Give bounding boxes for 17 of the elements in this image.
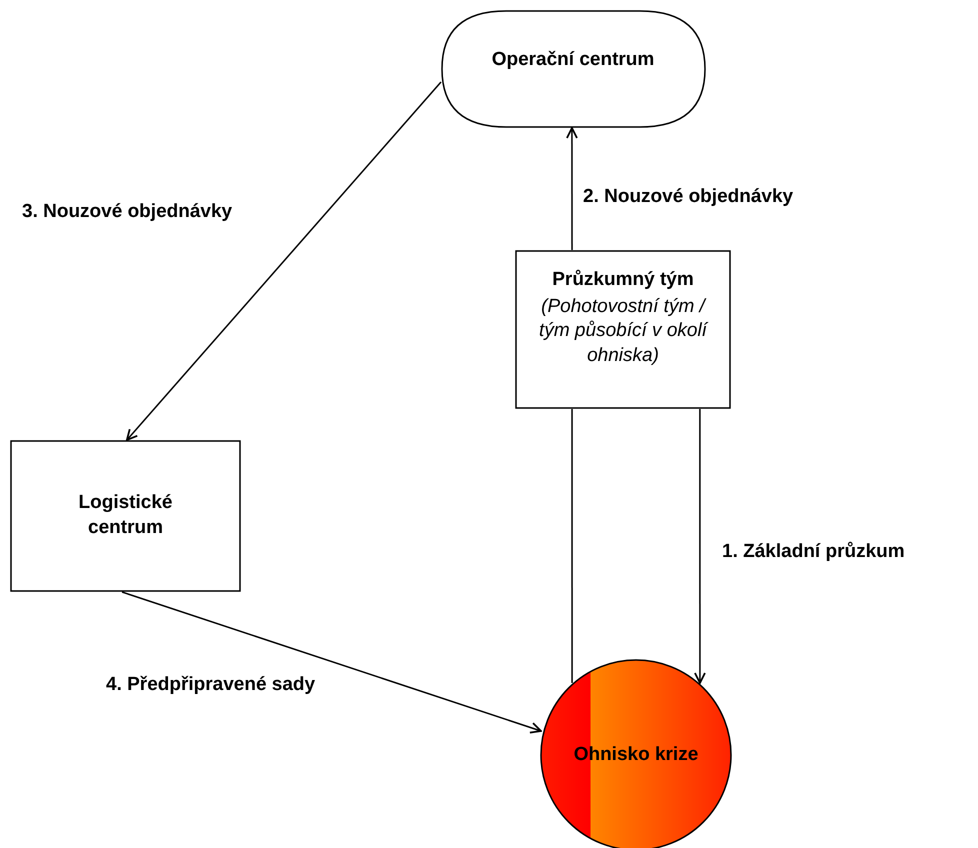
arrow xyxy=(126,81,442,441)
edge-label: 2. Nouzové objednávky xyxy=(583,186,794,208)
connector-line xyxy=(571,409,573,683)
arrow xyxy=(566,127,578,250)
edge-label: 4. Předpřipravené sady xyxy=(106,674,316,696)
node-label: Operační centrum xyxy=(492,48,654,72)
node-subtitle: (Pohotovostní tým / tým působící v okolí ohniska) xyxy=(538,294,710,368)
edge-label: 3. Nouzové objednávky xyxy=(22,201,232,223)
node-label: Logistické centrum xyxy=(78,491,174,540)
process-box xyxy=(10,440,241,592)
arrow xyxy=(122,591,542,734)
node-title: Průzkumný tým xyxy=(552,268,694,292)
arrow xyxy=(694,409,706,684)
edge-label: 1. Základní průzkum xyxy=(722,541,905,563)
terminal-shape xyxy=(441,10,705,128)
process-box xyxy=(515,250,731,409)
node-label: Ohnisko krize xyxy=(574,742,698,767)
